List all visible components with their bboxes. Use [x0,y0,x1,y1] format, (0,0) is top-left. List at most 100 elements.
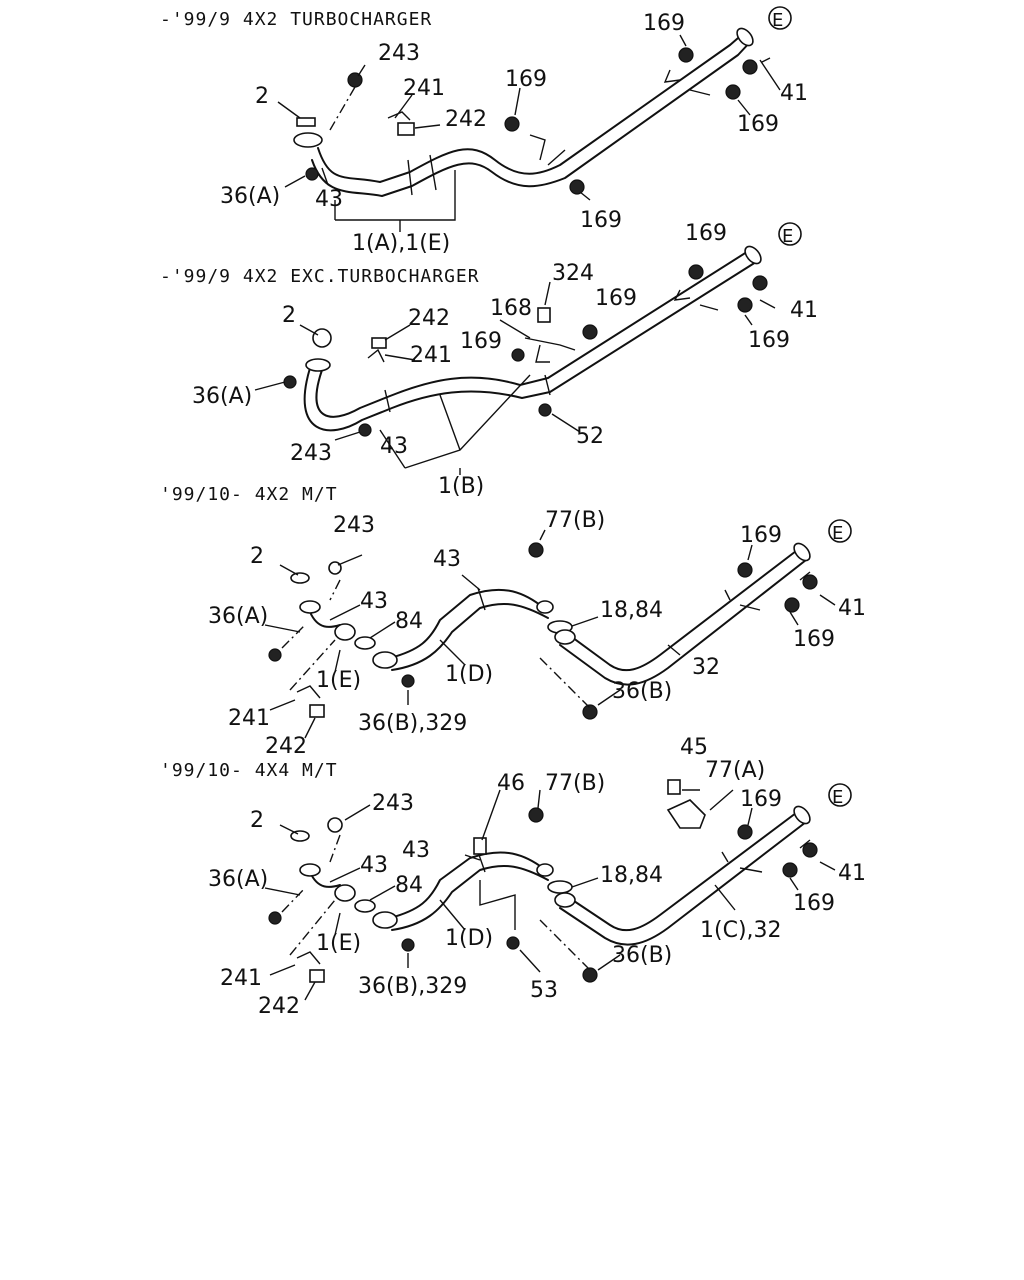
section-title: -'99/9 4X2 TURBOCHARGER [160,9,432,30]
label: 169 [460,329,502,354]
reference-circle [768,6,792,30]
reference-circle [828,783,852,807]
label: 43 [433,547,461,572]
nut-icon [506,936,520,950]
front-flange [299,600,321,614]
nut-icon [268,911,282,925]
label: 241 [403,76,445,101]
label: 36(B) [612,679,672,704]
rubber-mount-icon [737,297,753,313]
label: 41 [790,298,818,323]
rubber-mount-icon [528,807,544,823]
label: 45 [680,735,708,760]
rubber-mount-icon [737,562,753,578]
hanger [529,134,566,166]
label: 169 [685,221,727,246]
nut-icon [802,842,818,858]
label: 1(D) [445,662,493,687]
label: 169 [748,328,790,353]
gasket-icon [290,572,310,584]
flange [554,892,576,908]
gasket-icon [312,328,332,348]
label: 242 [258,994,300,1019]
band [384,389,391,413]
nut-icon [538,403,552,417]
front-flange [299,863,321,877]
label: 2 [282,303,296,328]
label: 77(A) [705,758,765,783]
nut-icon [347,72,363,88]
bracket-icon [666,799,706,829]
dash-line [281,834,591,971]
bolt-icon [473,837,487,855]
rear-pipe [564,547,801,672]
rear-pipe-outline [559,559,807,686]
front-flange [305,358,331,372]
label: E [782,226,793,247]
label: 84 [395,609,423,634]
reference-circle [828,519,852,543]
nut-icon [327,817,343,833]
label: 243 [372,791,414,816]
label: 1(D) [445,926,493,951]
band [544,374,551,396]
bolt-icon [537,307,551,323]
label: 36(A) [208,867,268,892]
label: 84 [395,873,423,898]
band [429,154,437,191]
hanger [524,337,576,363]
rubber-mount-icon [725,84,741,100]
label: 1(C),32 [700,918,782,943]
label: 2 [250,544,264,569]
label: 169 [740,787,782,812]
nut-icon [358,423,372,437]
bracket-line [334,170,456,232]
label: 2 [255,84,269,109]
exhaust-pipe [315,249,751,418]
label: 18,84 [600,863,663,888]
label: 43 [380,434,408,459]
front-flange [293,132,323,148]
exhaust-pipe-outline [311,39,753,197]
label: 46 [497,771,525,796]
rubber-mount-icon [678,47,694,63]
label: 36(A) [220,184,280,209]
label: 169 [505,67,547,92]
bolt-icon [309,704,325,718]
rear-pipe [564,809,801,932]
rubber-mount-icon [688,264,704,280]
nut-icon [582,967,598,983]
label: 32 [692,655,720,680]
section-title: -'99/9 4X2 EXC.TURBOCHARGER [160,266,480,287]
rubber-mount-icon [782,862,798,878]
hanger [721,851,763,873]
label: 77(B) [545,508,605,533]
label: 36(A) [208,604,268,629]
hanger [479,880,516,930]
label: 2 [250,808,264,833]
label: 43 [360,853,388,878]
hanger [724,589,761,611]
section-title: '99/10- 4X4 M/T [160,760,338,781]
flange [554,629,576,645]
label: 41 [838,596,866,621]
clamp-icon [367,348,385,363]
dash-line [329,86,356,131]
label: 36(B),329 [358,974,467,999]
rubber-mount-icon [784,597,800,613]
section-4x2-mt: '99/10- 4X2 M/T 77(B) 243 169 E 2 [160,484,866,759]
label: 36(B),329 [358,711,467,736]
label: 43 [402,838,430,863]
front-pipe [309,611,341,628]
label: 241 [220,966,262,991]
nut-icon [401,674,415,688]
label: 77(B) [545,771,605,796]
center-pipe [389,588,541,659]
label: 36(A) [192,384,252,409]
nut-icon [802,574,818,590]
label: 169 [793,891,835,916]
bolt-icon [309,969,325,983]
bolt-icon [371,337,387,349]
pipe-end-flange [744,245,762,265]
label: 169 [793,627,835,652]
